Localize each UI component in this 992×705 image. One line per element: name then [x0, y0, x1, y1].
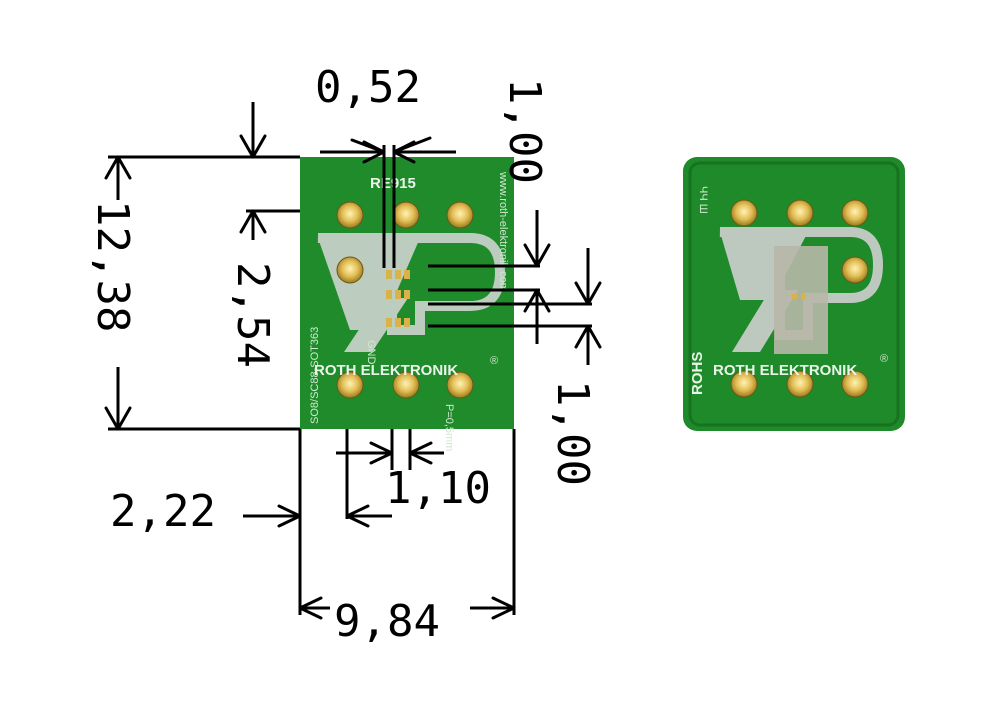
- left-registered: ®: [490, 355, 498, 367]
- dim-total-height: 12,38: [87, 200, 138, 332]
- ic-footprint: [774, 246, 828, 354]
- pad: [446, 371, 474, 399]
- pad: [730, 199, 758, 227]
- dim-pitch-254: 2,54: [227, 262, 278, 368]
- dim-left-offset: 2,22: [110, 486, 216, 537]
- pad: [841, 370, 869, 398]
- dim-spacing-right: 1,00: [547, 380, 598, 486]
- ic-pin: [801, 294, 806, 299]
- right-board: ROTH ELEKTRONIK ® ROHS ЧЧ Ш: [683, 157, 905, 431]
- dim-pad-pitch: 1,10: [385, 463, 491, 514]
- left-side-code: SO8/SC88-SOT363: [309, 327, 321, 424]
- left-pitch-label: P=0,5mm: [443, 404, 455, 451]
- right-brand: ROTH ELEKTRONIK: [713, 362, 857, 379]
- pad: [392, 371, 420, 399]
- pad: [730, 370, 758, 398]
- dim-total-width: 9,84: [334, 596, 440, 647]
- pad: [336, 201, 364, 229]
- smd-pads: [386, 270, 410, 327]
- pad: [336, 371, 364, 399]
- left-board: RE915 www.roth-elektronik.com SO8/SC88-S…: [300, 157, 514, 451]
- right-registered: ®: [880, 353, 888, 365]
- left-gnd-label: GND: [365, 340, 377, 365]
- pad: [786, 199, 814, 227]
- pad: [392, 201, 420, 229]
- pad: [786, 370, 814, 398]
- left-brand: ROTH ELEKTRONIK: [314, 362, 458, 379]
- pad: [841, 199, 869, 227]
- dimension-labels: 0,52 1,00 12,38 2,54 1,00 1,10 2,22 9,84: [87, 62, 598, 647]
- right-marks: ЧЧ Ш: [697, 186, 709, 214]
- pad: [446, 201, 474, 229]
- left-pads: [336, 201, 474, 399]
- ic-pin: [792, 294, 797, 299]
- left-side-url: www.roth-elektronik.com: [497, 171, 509, 292]
- right-board-edge: [688, 161, 900, 427]
- dim-spacing-top: 1,00: [499, 78, 550, 184]
- dim-trace-width: 0,52: [315, 62, 421, 113]
- pad: [336, 256, 364, 284]
- right-rohs: ROHS: [689, 352, 706, 395]
- right-pads: [730, 199, 869, 398]
- dimension-lines: [104, 102, 602, 620]
- pad: [841, 256, 869, 284]
